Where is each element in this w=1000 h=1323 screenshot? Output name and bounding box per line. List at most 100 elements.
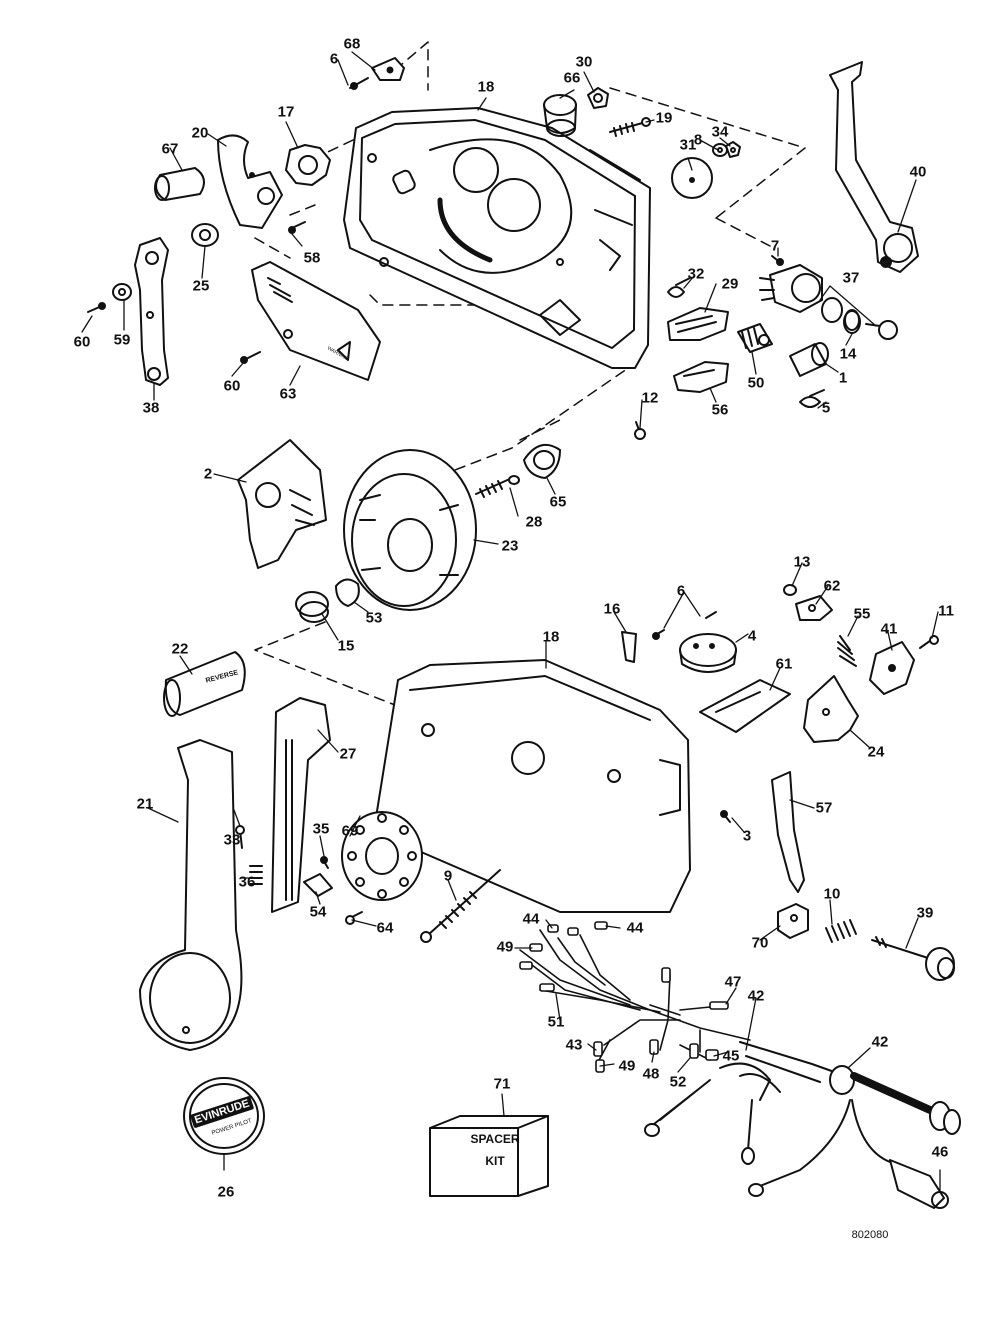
callout-38: 38 [142,399,160,417]
callout-49: 49 [496,938,514,956]
part-36-spring [249,865,263,885]
callout-51: 51 [547,1013,565,1031]
callout-24: 24 [867,743,885,761]
part-54-clip [303,873,333,897]
callout-65: 65 [549,493,567,511]
callout-68: 68 [343,35,361,53]
part-2-detent-plate [237,439,327,569]
part-6-screw-mid [652,611,717,640]
callout-31: 31 [679,136,697,154]
part-23-gear-housing [343,449,477,611]
part-27-rack [271,697,331,913]
part-71-spacer-kit-box [429,1115,549,1197]
callout-69: 69 [341,822,359,840]
callout-34: 34 [711,123,729,141]
button-reverse-text: REVERSE [204,669,240,685]
callout-49: 49 [618,1057,636,1075]
part-53-retainer [335,578,360,607]
callout-36: 36 [238,873,256,891]
part-63-warning-plate [251,261,381,381]
part-13-pin [783,584,797,596]
callout-40: 40 [909,163,927,181]
callout-48: 48 [642,1065,660,1083]
callout-56: 56 [711,401,729,419]
part-62-cam [795,595,833,621]
part-69-detent-ring [341,811,423,901]
callout-15: 15 [337,637,355,655]
callout-18: 18 [477,78,495,96]
callout-41: 41 [880,620,898,638]
callout-2: 2 [203,465,213,483]
callout-54: 54 [309,903,327,921]
callout-63: 63 [279,385,297,403]
callout-52: 52 [669,1073,687,1091]
callout-1: 1 [838,369,848,387]
callout-9: 9 [443,867,453,885]
part-30-nut [587,87,609,109]
part-56-bracket [673,361,729,393]
part-65-retainer [523,443,561,479]
callout-16: 16 [603,600,621,618]
part-19-screw [609,117,651,137]
callout-29: 29 [721,275,739,293]
part-5-spring [799,389,825,408]
callout-4: 4 [747,627,757,645]
callout-47: 47 [724,973,742,991]
callout-19: 19 [655,109,673,127]
callout-8: 8 [693,131,703,149]
part-42-cable [719,1041,961,1135]
callout-59: 59 [113,331,131,349]
part-28-bolt [475,475,520,498]
part-38-link [134,237,169,386]
part-41-switch [869,641,915,695]
callout-11: 11 [938,602,954,620]
callout-58: 58 [303,249,321,267]
wiring-harness [519,921,751,1073]
figure-id: 802080 [851,1229,889,1241]
callout-6: 6 [676,582,686,600]
callout-53: 53 [365,609,383,627]
part-40-lever [829,61,919,273]
part-1-cap [789,342,829,377]
callout-60: 60 [73,333,91,351]
callout-6: 6 [329,50,339,68]
callout-67: 67 [161,140,179,158]
part-66-bushing [543,94,577,137]
callout-20: 20 [191,124,209,142]
callout-32: 32 [687,265,705,283]
part-34-nut [725,141,741,158]
callout-42: 42 [747,987,765,1005]
callout-21: 21 [136,795,154,813]
callout-55: 55 [853,605,871,623]
part-14-nut [843,310,861,334]
part-6-screw-top [349,77,369,90]
part-31-cover [671,157,713,199]
callout-7: 7 [770,237,780,255]
part-21-handle [139,739,243,1051]
part-10-spring [825,919,857,943]
callout-71: 71 [493,1075,511,1093]
callout-33: 33 [223,831,241,849]
spacer-kit-label: SPACER KIT [467,1128,523,1172]
callout-17: 17 [277,103,295,121]
spacer-kit-line1: SPACER [470,1132,520,1146]
part-57-lever [771,771,805,893]
callout-62: 62 [823,577,841,595]
callout-61: 61 [775,655,793,673]
callout-26: 26 [217,1183,235,1201]
callout-30: 30 [575,53,593,71]
warning-plate-text: WARNING [326,345,350,363]
callout-70: 70 [751,934,769,952]
part-70-block [777,903,809,939]
callout-12: 12 [641,389,659,407]
callout-13: 13 [793,553,811,571]
part-58-screw [288,221,306,234]
part-61-tape [699,679,791,733]
callout-3: 3 [742,827,752,845]
callout-27: 27 [339,745,357,763]
callout-46: 46 [931,1143,949,1161]
part-32-spring [667,277,691,298]
decal-sub-text: POWER PILOT [211,1118,253,1137]
part-15-bushing [295,591,329,623]
